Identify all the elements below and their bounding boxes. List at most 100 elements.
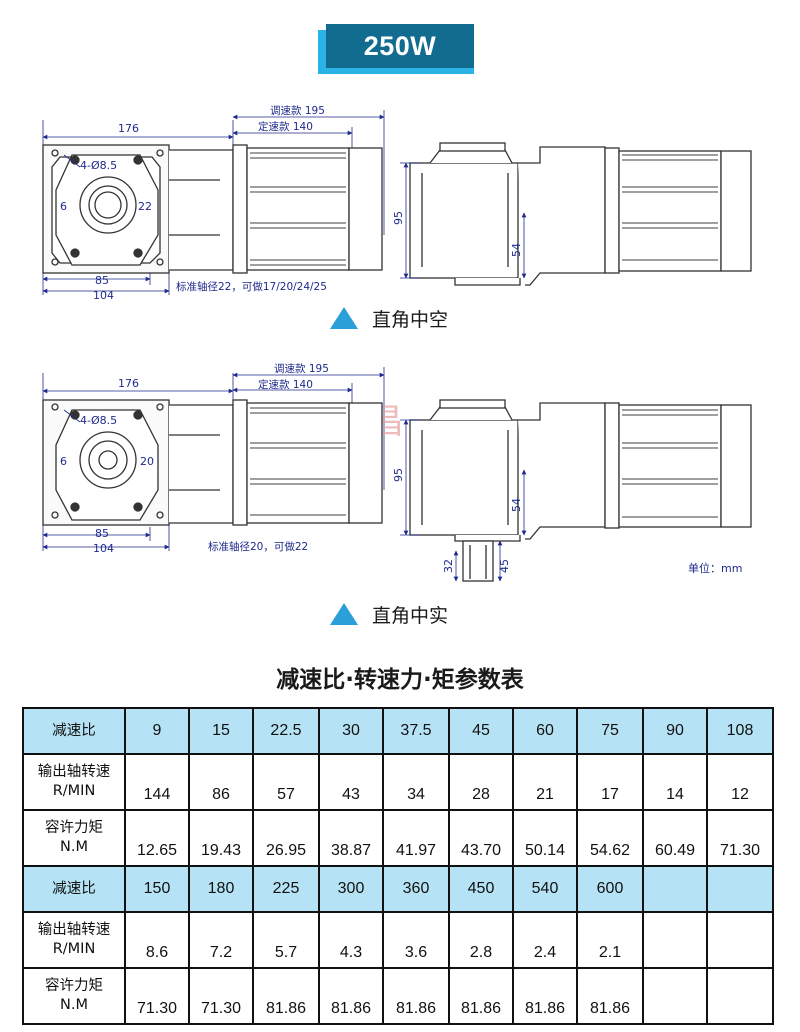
table-title: 减速比·转速力·矩参数表 [276,667,524,693]
table-cell: 15 [188,707,254,755]
table-cell: 5.7 [252,911,320,969]
dim-54: 54 [510,243,523,257]
dim-shaft-dia: 20 [140,455,154,468]
dim-54: 54 [510,498,523,512]
table-cell: 8.6 [124,911,190,969]
dim-176: 176 [118,122,139,135]
side-profile-view [409,399,752,582]
table-cell: 12.65 [124,809,190,867]
table-cell: 81.86 [252,967,320,1025]
table-cell: 43 [318,753,384,811]
table-cell: 22.5 [252,707,320,755]
table-cell: 81.86 [318,967,384,1025]
table-cell: 71.30 [188,967,254,1025]
drawing-solid: 176 调速款 195 定速款 140 兴东昌 4-Ø8.5 6 20 [0,355,800,635]
dim-104: 104 [93,542,114,555]
table-cell: 360 [382,865,450,913]
table-cell: 19.43 [188,809,254,867]
table-cell: 21 [512,753,578,811]
table-cell: 225 [252,865,320,913]
table-cell: 450 [448,865,514,913]
table-cell: 7.2 [188,911,254,969]
caption-solid: 直角中实 [372,605,448,627]
table-cell: 81.86 [512,967,578,1025]
table-cell: 28 [448,753,514,811]
table-cell: 71.30 [706,809,774,867]
dim-32: 32 [442,559,455,573]
table-cell: 600 [576,865,644,913]
table-cell: 81.86 [576,967,644,1025]
caption-hollow: 直角中空 [372,309,448,331]
table-cell: 86 [188,753,254,811]
table-cell: 144 [124,753,190,811]
table-cell: 2.1 [576,911,644,969]
table-cell: 54.62 [576,809,644,867]
dim-104: 104 [93,289,114,302]
table-cell: 75 [576,707,644,755]
table-cell: 150 [124,865,190,913]
drawing-hollow: 176 调速款 195 定速款 140 4-Ø8.5 6 22 [0,95,800,345]
dim-holes: 4-Ø8.5 [80,159,117,172]
dim-fixed: 定速款 140 [258,378,313,391]
table-cell: 50.14 [512,809,578,867]
dim-45: 45 [498,559,511,573]
table-cell [706,911,774,969]
table-cell [642,911,708,969]
dim-adjustable: 调速款 195 [274,362,329,375]
table-cell: 34 [382,753,450,811]
table-cell: 90 [642,707,708,755]
table-cell: 60.49 [642,809,708,867]
table-cell: 2.8 [448,911,514,969]
table-cell [642,865,708,913]
table-cell: 71.30 [124,967,190,1025]
table-cell: 9 [124,707,190,755]
dim-95: 95 [392,468,405,482]
dim-total-length [42,110,385,235]
dim-fixed: 定速款 140 [258,120,313,133]
dim-keyway: 6 [60,200,67,213]
row-label-ratio: 减速比 [22,707,126,755]
table-cell [706,865,774,913]
table-cell: 81.86 [448,967,514,1025]
triangle-icon [330,603,358,625]
table-cell: 81.86 [382,967,450,1025]
power-title: 250W [326,24,474,68]
table-cell: 37.5 [382,707,450,755]
table-cell: 108 [706,707,774,755]
row-label-ratio: 减速比 [22,865,126,913]
dim-keyway: 6 [60,455,67,468]
table-cell: 57 [252,753,320,811]
dim-176: 176 [118,377,139,390]
side-profile-view [409,142,752,286]
dim-85: 85 [95,527,109,540]
shaft-note: 标准轴径22，可做17/20/24/25 [176,280,327,293]
table-cell: 2.4 [512,911,578,969]
front-flange-view [42,399,170,526]
dim-shaft-dia: 22 [138,200,152,213]
table-cell: 300 [318,865,384,913]
motor-side-view [169,399,383,526]
shaft-note: 标准轴径20，可做22 [208,540,308,553]
table-cell: 30 [318,707,384,755]
table-cell: 45 [448,707,514,755]
table-cell: 3.6 [382,911,450,969]
table-cell: 14 [642,753,708,811]
dim-95: 95 [392,211,405,225]
unit-note: 单位：mm [688,561,742,575]
dim-85: 85 [95,274,109,287]
table-cell: 26.95 [252,809,320,867]
dim-adjustable: 调速款 195 [270,104,325,117]
triangle-icon [330,307,358,329]
table-cell: 38.87 [318,809,384,867]
table-cell: 180 [188,865,254,913]
